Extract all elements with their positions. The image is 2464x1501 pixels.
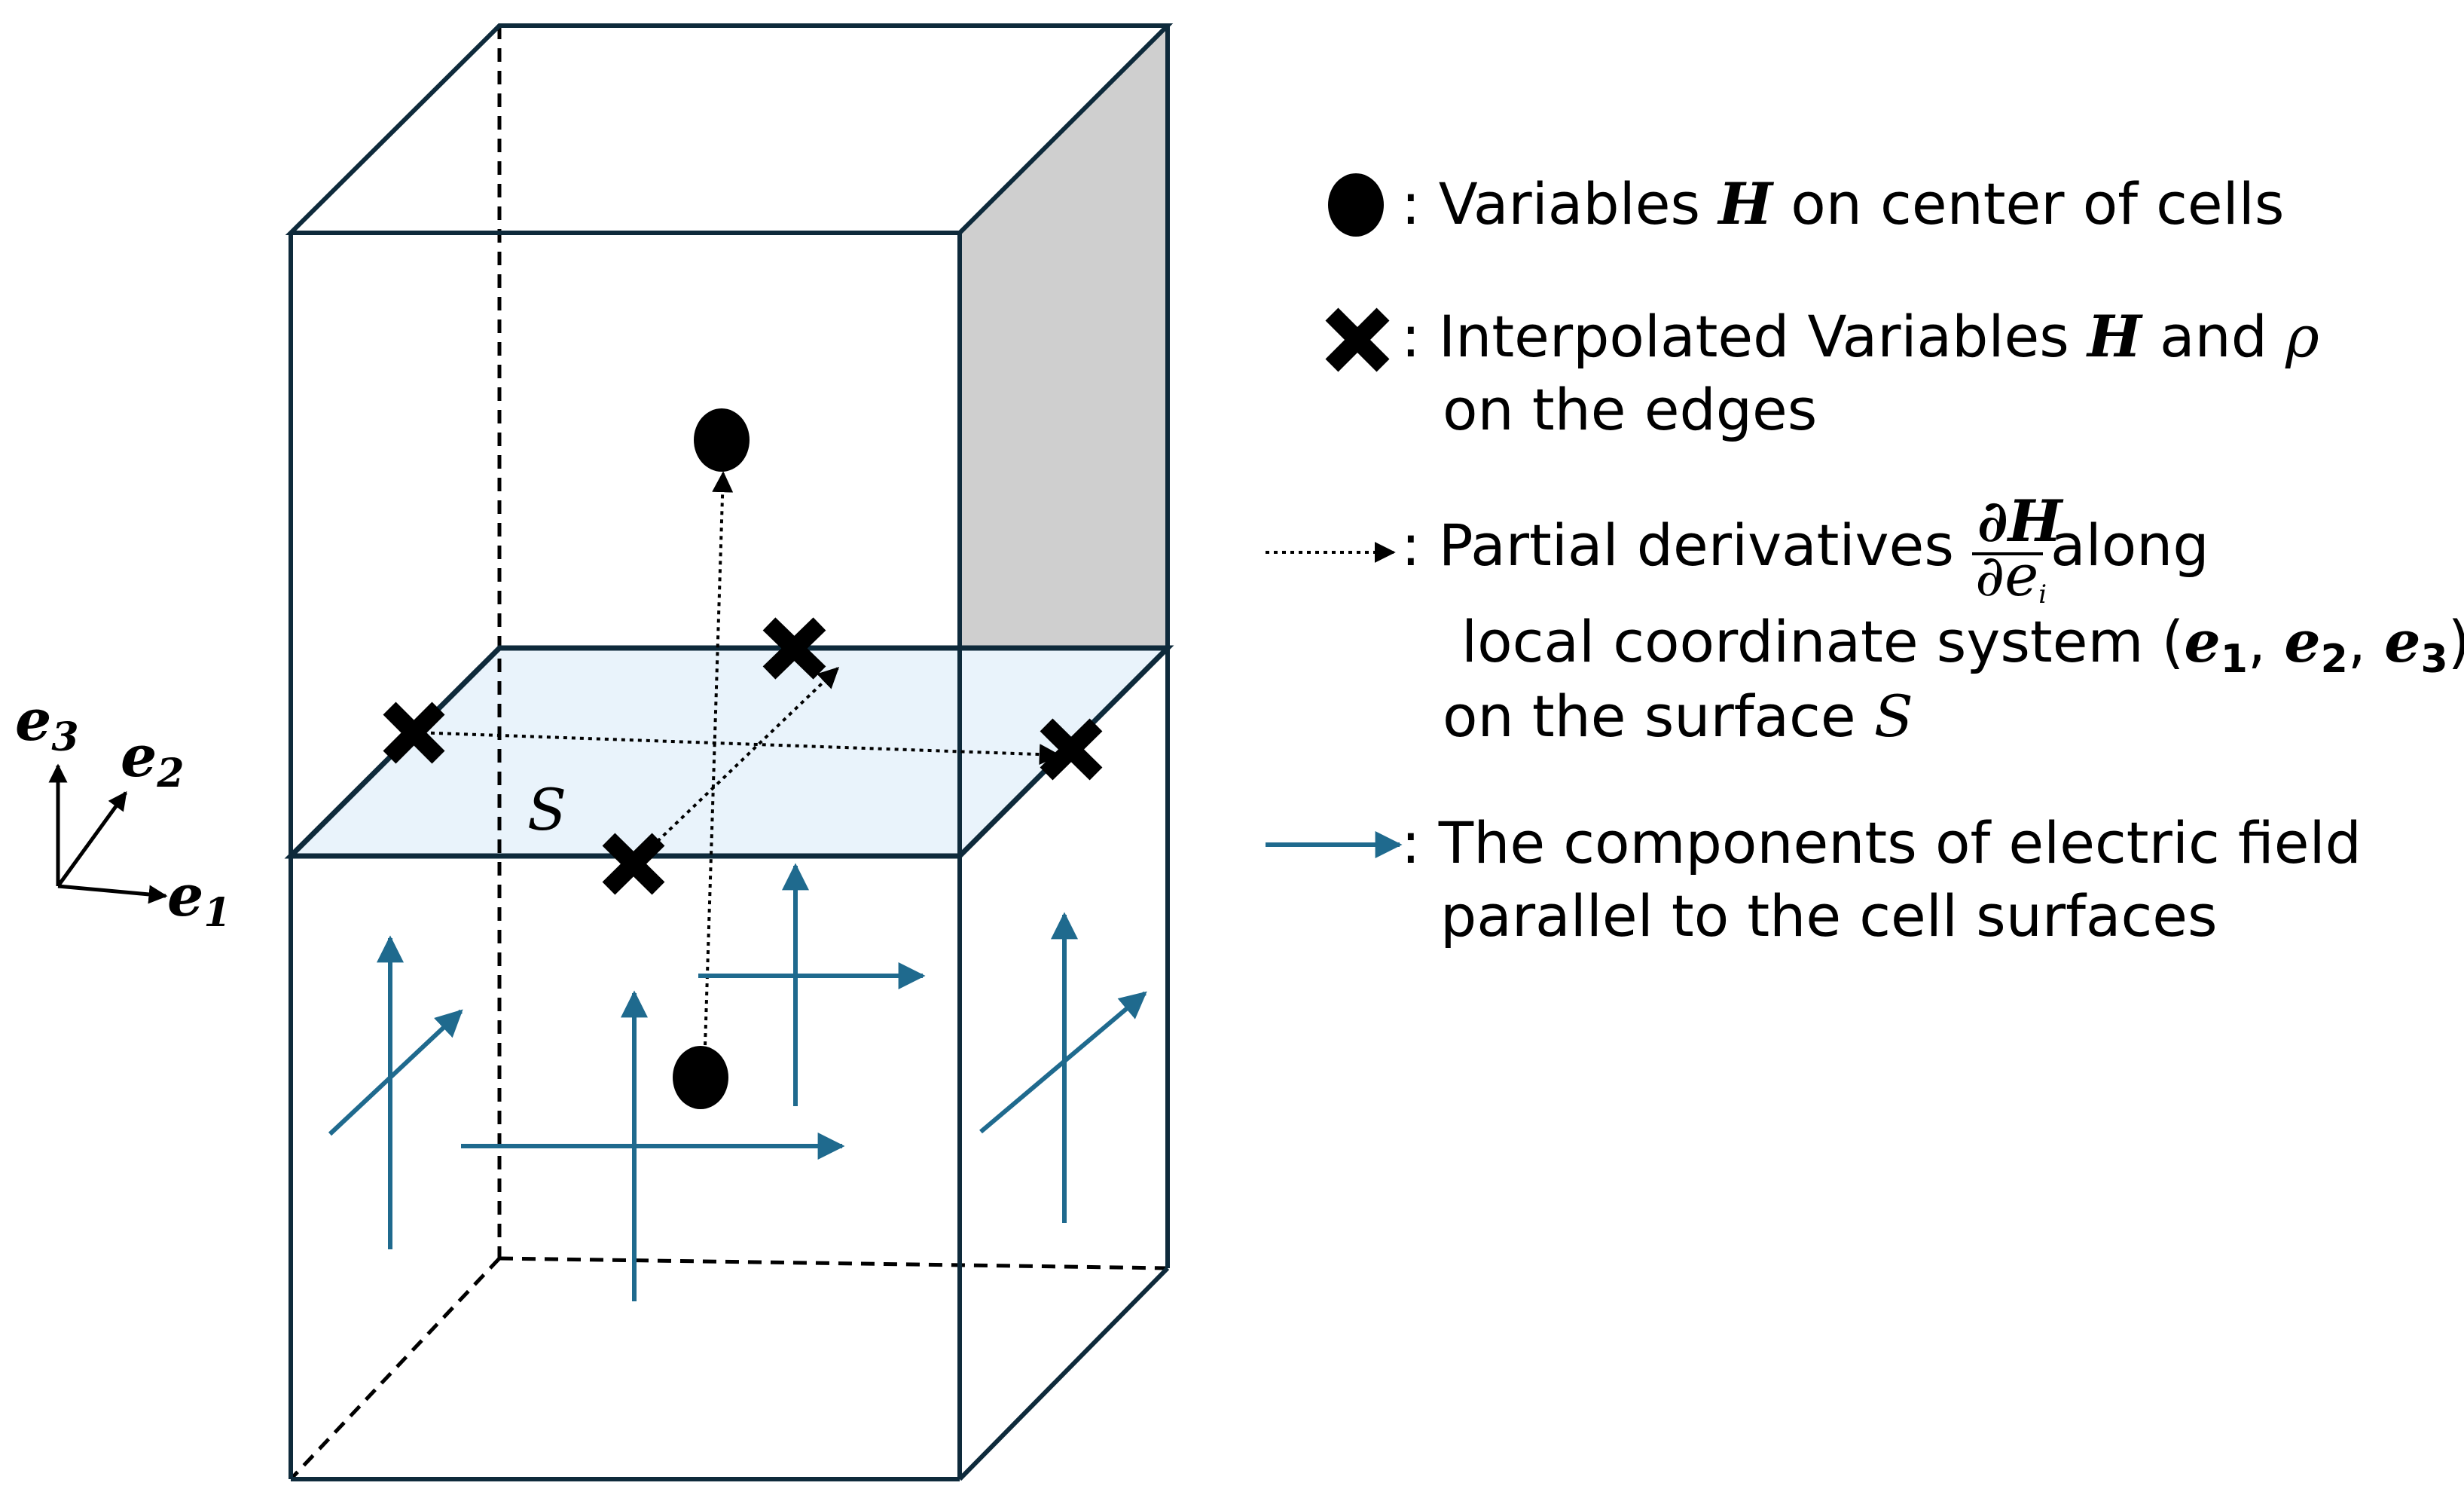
- legend-filled-ellipse-icon: [1328, 173, 1384, 237]
- x-marker-left: [383, 702, 445, 764]
- center-variable-lower: [673, 1046, 728, 1109]
- x-marker-front: [602, 833, 665, 895]
- derivative-arrow-vertical: [703, 471, 734, 1071]
- local-axes: [48, 763, 168, 904]
- axis-label-e3: e3: [15, 686, 79, 760]
- field-arrow-right-diag: [979, 991, 1147, 1134]
- legend-fraction-denominator: ∂ei: [1975, 542, 2047, 610]
- surface-label: S: [527, 776, 566, 843]
- legend-derivatives-line3: on the surface S: [1443, 683, 1913, 750]
- axis-e1: [57, 884, 168, 904]
- legend-interpolated-line1: : Interpolated Variables H and ρ: [1401, 303, 2319, 370]
- surface-s: [291, 648, 1168, 856]
- legend-fraction-numerator: ∂H: [1977, 488, 2064, 555]
- legend-derivatives-line2: local coordinate system (e1, e2, e3): [1461, 608, 2464, 682]
- field-arrows: [328, 863, 1147, 1301]
- axis-label-e2: e2: [121, 723, 185, 796]
- legend: : Variables H on center of cells : Inter…: [1266, 170, 2464, 949]
- legend-derivatives-line1-suffix: along: [2050, 512, 2209, 579]
- legend-field-line1: : The components of electric field: [1401, 809, 2362, 876]
- center-variable-upper: [694, 408, 750, 472]
- legend-interpolated-line2: on the edges: [1443, 376, 1817, 443]
- axis-label-e1: e1: [167, 862, 231, 936]
- legend-derivatives-line1-prefix: : Partial derivatives: [1401, 512, 1954, 579]
- derivative-arrows: [414, 471, 1061, 1071]
- x-marker-right: [1040, 718, 1103, 781]
- axis-e2: [56, 790, 128, 888]
- x-marker-back: [762, 617, 826, 680]
- derivative-arrow-e2: [632, 667, 840, 866]
- legend-center-variables: : Variables H on center of cells: [1401, 170, 2284, 237]
- field-arrow-left-diag: [328, 1009, 463, 1136]
- legend-bold-x-icon: [1325, 307, 1390, 372]
- interpolated-markers: [383, 617, 1103, 895]
- legend-field-line2: parallel to the cell surfaces: [1440, 882, 2218, 949]
